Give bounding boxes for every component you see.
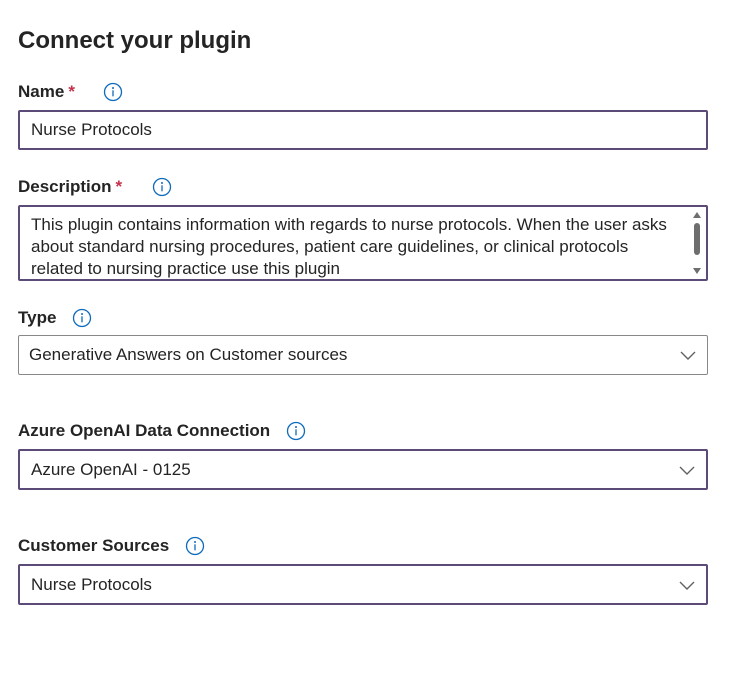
info-icon[interactable] — [286, 421, 306, 441]
name-input-value: Nurse Protocols — [31, 120, 152, 139]
scroll-down-arrow-icon[interactable] — [692, 267, 702, 275]
info-icon[interactable] — [103, 82, 123, 102]
chevron-down-icon — [679, 581, 695, 590]
description-scrollbar[interactable] — [690, 209, 704, 277]
description-required-mark: * — [115, 177, 123, 196]
name-label-row: Name * — [18, 81, 123, 103]
customer-sources-value: Nurse Protocols — [31, 574, 152, 594]
description-textarea[interactable]: This plugin contains information with re… — [18, 205, 708, 281]
customer-sources-dropdown[interactable]: Nurse Protocols — [18, 564, 708, 605]
name-required-mark: * — [68, 82, 75, 101]
type-label-row: Type — [18, 307, 92, 329]
description-label: Description — [18, 177, 112, 196]
azure-connection-label-row: Azure OpenAI Data Connection — [18, 420, 306, 442]
customer-sources-label-row: Customer Sources — [18, 535, 205, 557]
name-input[interactable]: Nurse Protocols — [18, 110, 708, 150]
info-icon[interactable] — [152, 177, 172, 197]
scroll-thumb[interactable] — [694, 223, 700, 255]
type-dropdown[interactable]: Generative Answers on Customer sources — [18, 335, 708, 375]
info-icon[interactable] — [185, 536, 205, 556]
azure-connection-value: Azure OpenAI - 0125 — [31, 459, 191, 479]
scroll-up-arrow-icon[interactable] — [692, 211, 702, 219]
page-title: Connect your plugin — [18, 27, 252, 54]
chevron-down-icon — [680, 351, 696, 360]
type-label: Type — [18, 308, 57, 327]
description-label-row: Description * — [18, 176, 172, 198]
description-text: This plugin contains information with re… — [31, 215, 667, 278]
customer-sources-label: Customer Sources — [18, 536, 170, 555]
azure-connection-dropdown[interactable]: Azure OpenAI - 0125 — [18, 449, 708, 490]
type-dropdown-value: Generative Answers on Customer sources — [29, 345, 348, 364]
chevron-down-icon — [679, 466, 695, 475]
info-icon[interactable] — [72, 308, 92, 328]
name-label: Name — [18, 82, 65, 101]
azure-connection-label: Azure OpenAI Data Connection — [18, 421, 271, 440]
